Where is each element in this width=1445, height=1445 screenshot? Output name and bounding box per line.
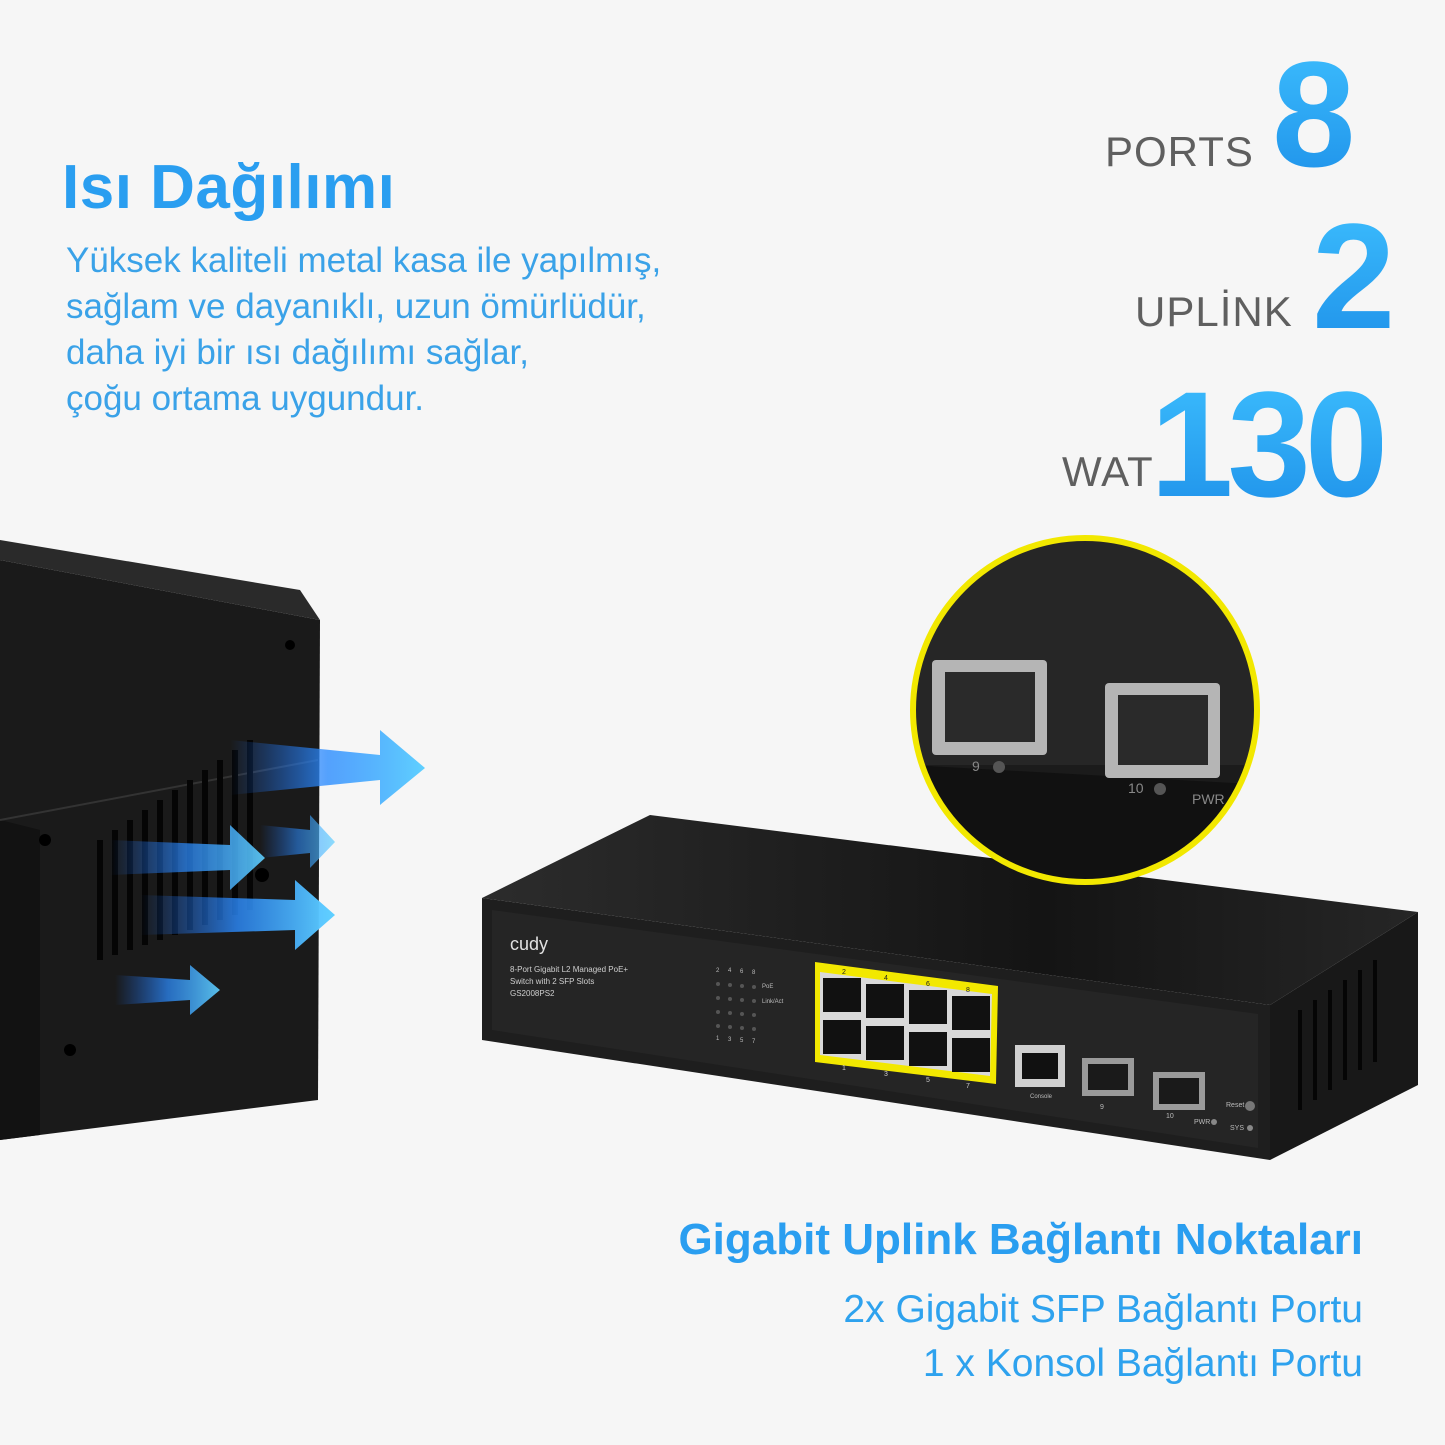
- reset-label: Reset: [1226, 1102, 1244, 1109]
- led-num: 3: [728, 1037, 732, 1043]
- led-block: 2 4 6 8 PoE Link/Act 1 3 5 7: [716, 968, 784, 1045]
- stat-watt-value: 130: [1150, 358, 1388, 531]
- port-num: 1: [842, 1065, 846, 1072]
- zoom-detail: 9 10 PWR: [910, 535, 1260, 885]
- led-num: 5: [740, 1038, 744, 1044]
- airflow-arrows: [110, 730, 425, 1015]
- stat-watt-label: WAT: [1062, 448, 1154, 495]
- port-num: 6: [926, 981, 930, 988]
- uplink-title: Gigabit Uplink Bağlantı Noktaları: [678, 1215, 1363, 1264]
- uplink-line: 1 x Konsol Bağlantı Portu: [922, 1342, 1363, 1385]
- heat-title: Isı Dağılımı: [62, 153, 396, 222]
- led-num: 2: [716, 968, 720, 974]
- zoom-label-10: 10: [1128, 780, 1144, 796]
- port-num: 3: [884, 1071, 888, 1078]
- stat-uplink-label: UPLİNK: [1135, 288, 1293, 335]
- port-num: 7: [966, 1083, 970, 1090]
- pwr-label: PWR: [1194, 1119, 1210, 1126]
- sfp-label-9: 9: [1100, 1104, 1104, 1111]
- stat-uplink-value: 2: [1312, 190, 1395, 363]
- port-num: 8: [966, 987, 970, 994]
- sys-label: SYS: [1230, 1125, 1244, 1132]
- zoom-label-pwr: PWR: [1192, 791, 1225, 807]
- port-num: 5: [926, 1077, 930, 1084]
- led-label-poe: PoE: [762, 984, 773, 990]
- uplink-line: 2x Gigabit SFP Bağlantı Portu: [843, 1288, 1363, 1331]
- sfp-label-10: 10: [1166, 1113, 1174, 1120]
- led-num: 1: [716, 1036, 720, 1042]
- port-num: 2: [842, 969, 846, 976]
- heat-line: Yüksek kaliteli metal kasa ile yapılmış,: [66, 241, 662, 280]
- port-num: 4: [884, 975, 888, 982]
- device-desc-2: Switch with 2 SFP Slots: [510, 977, 594, 986]
- heat-description: Yüksek kaliteli metal kasa ile yapılmış,…: [66, 238, 661, 422]
- stat-ports-label: PORTS: [1105, 128, 1254, 175]
- led-num: 6: [740, 969, 744, 975]
- network-switch: cudy 8-Port Gigabit L2 Managed PoE+ Swit…: [482, 815, 1418, 1160]
- device-model: GS2008PS2: [510, 989, 555, 998]
- device-desc-1: 8-Port Gigabit L2 Managed PoE+: [510, 965, 628, 974]
- rj45-port-group: [815, 962, 998, 1084]
- led-num: 4: [728, 968, 732, 974]
- led-label-link: Link/Act: [762, 999, 784, 1005]
- zoom-label-9: 9: [972, 758, 980, 774]
- led-num: 7: [752, 1039, 756, 1045]
- heat-line: sağlam ve dayanıklı, uzun ömürlüdür,: [66, 287, 646, 326]
- console-label: Console: [1030, 1094, 1053, 1100]
- stat-ports-value: 8: [1272, 28, 1355, 201]
- zoom-ring: [910, 535, 1260, 885]
- brand-logo: cudy: [510, 934, 548, 954]
- heat-line: daha iyi bir ısı dağılımı sağlar,: [66, 333, 529, 372]
- heat-line: çoğu ortama uygundur.: [66, 379, 425, 418]
- led-num: 8: [752, 970, 756, 976]
